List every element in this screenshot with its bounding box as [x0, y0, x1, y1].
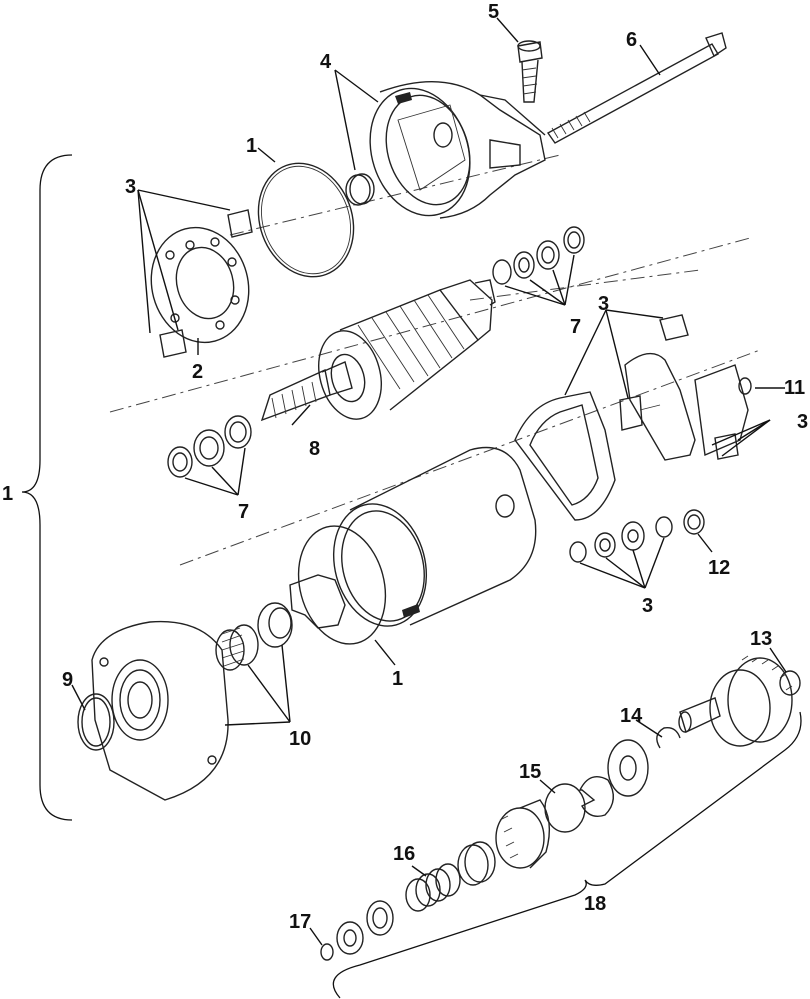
callout-8: 8 [309, 438, 320, 460]
armature [260, 279, 496, 422]
washer-set-lower [167, 415, 252, 478]
callout-2: 2 [192, 361, 203, 383]
callout-15: 15 [519, 761, 541, 783]
o-ring-bottom [297, 525, 387, 645]
callout-5: 5 [488, 1, 499, 23]
spring-retainer [366, 900, 394, 936]
callout-6: 6 [626, 29, 637, 51]
gear-washer-13 [779, 670, 801, 696]
through-bolt [546, 32, 727, 144]
clutch-sleeve [457, 841, 496, 886]
ring-15 [544, 783, 586, 833]
mounting-plate [289, 574, 346, 629]
leader-lines [71, 17, 787, 946]
overrunning-clutch [495, 799, 551, 869]
callout-labels: 1 1 1 2 3 3 3 3 4 5 6 7 7 8 9 10 11 12 1… [2, 1, 808, 933]
yoke-field-frame [332, 446, 537, 627]
brush-holder-assembly [514, 314, 749, 521]
drive-gear-shaft [678, 655, 793, 747]
callout-18: 18 [584, 893, 606, 915]
washer-11 [738, 377, 752, 395]
bearing-and-seal [215, 602, 293, 671]
callout-16: 16 [393, 843, 415, 865]
end-cover-bushing [345, 173, 375, 206]
spring-16 [405, 863, 461, 912]
clip-17 [320, 943, 334, 961]
callout-3-bottom: 3 [642, 595, 653, 617]
callout-3-right: 3 [797, 411, 808, 433]
washer-set-upper [492, 226, 585, 285]
terminal-bolt [517, 40, 543, 103]
callout-1-left: 1 [2, 483, 13, 505]
callout-3-right-upper: 3 [598, 293, 609, 315]
callout-12: 12 [708, 557, 730, 579]
assembly-brace-left [21, 154, 73, 821]
brush-plate [150, 209, 253, 358]
callout-11: 11 [784, 377, 805, 399]
callout-7-upper: 7 [570, 316, 581, 338]
washer-set-bottom [569, 516, 673, 563]
callout-14: 14 [620, 705, 643, 727]
spacer-washers [578, 739, 649, 818]
callout-4: 4 [320, 51, 332, 73]
callout-13: 13 [750, 628, 772, 650]
snap-ring-14 [656, 727, 681, 749]
callout-7-lower: 7 [238, 501, 249, 523]
stop-collar [336, 921, 364, 955]
callout-17: 17 [289, 911, 311, 933]
o-ring-top [257, 162, 355, 278]
callout-3-topleft: 3 [125, 176, 136, 198]
callout-1-top: 1 [246, 135, 257, 157]
washer-12 [683, 509, 705, 535]
housing-seal-ring [77, 693, 115, 751]
callout-9: 9 [62, 669, 73, 691]
assembly-brace-bottom [332, 711, 802, 999]
front-housing [91, 620, 229, 801]
callout-10: 10 [289, 728, 311, 750]
callout-1-bottom: 1 [392, 668, 403, 690]
o-ring-top-inner [260, 165, 352, 275]
rear-end-cover [369, 81, 546, 219]
